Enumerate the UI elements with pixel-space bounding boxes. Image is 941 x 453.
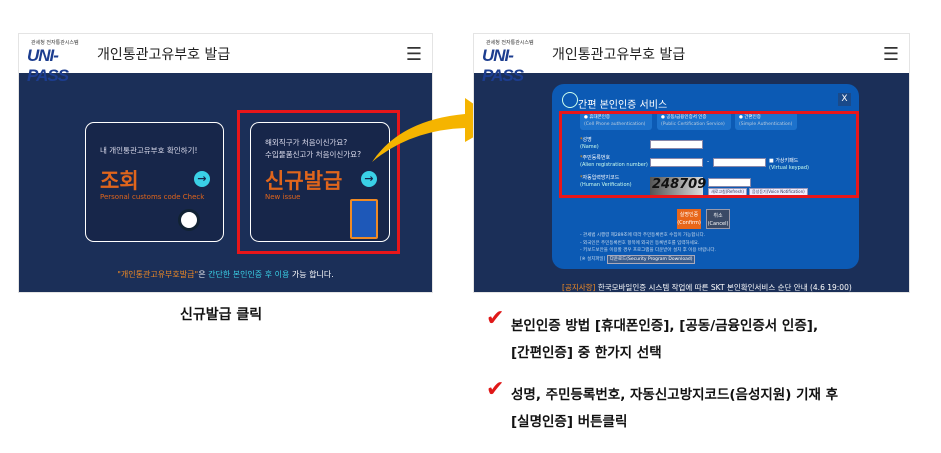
cancel-button[interactable]: 취소(Cancel)	[706, 209, 730, 229]
auth-modal: 간편 본인인증 서비스 X ● 휴대폰인증(Cell Phone authent…	[552, 84, 859, 269]
highlight-box	[237, 110, 400, 254]
page-title: 개인통관고유부호 발급	[97, 46, 231, 63]
left-caption: 신규발급 클릭	[180, 307, 263, 323]
notes: - 관세법 시행령 제289조에 따라 주민등록번호 수집이 가능합니다.- 외…	[580, 232, 716, 264]
instruction-1: 본인인증 방법 [휴대폰인증], [공동/금융인증서 인증],[간편인증] 중 …	[511, 318, 819, 361]
virtual-keypad-checkbox[interactable]: ■ 가상키패드(Virtual keypad)	[769, 158, 809, 171]
arrow-right-icon[interactable]: →	[194, 171, 210, 187]
yellow-arrow	[372, 98, 500, 162]
new-issue-card[interactable]: 해외직구가 처음이신가요? 수입물품신고가 처음이신가요? 신규발급 New i…	[250, 122, 390, 242]
globe-lock-icon	[562, 92, 578, 108]
dash: -	[707, 158, 710, 165]
captcha-label: *자동입력방지코드(Human Verification)	[580, 175, 632, 188]
id-input-front[interactable]	[650, 158, 703, 167]
check-card[interactable]: 내 개인통관고유부호 확인하기! 조회 Personal customs cod…	[85, 122, 224, 242]
check-icon: ✔	[486, 377, 505, 402]
arrow-shape	[372, 98, 500, 162]
download-button[interactable]: 다운로드(Security Program Download)	[606, 254, 696, 264]
card-question: 해외직구가 처음이신가요?	[265, 138, 348, 147]
hamburger-icon[interactable]: ☰	[405, 44, 422, 65]
option-cellphone[interactable]: ● 휴대폰인증(Cell Phone authentication)	[580, 112, 652, 130]
highlight-box	[559, 111, 859, 198]
id-label: *주민등록번호(Alien registration number)	[580, 155, 648, 168]
hamburger-icon[interactable]: ☰	[882, 44, 899, 65]
footer-note: "개인통관고유부호발급"은 간단한 본인인증 후 이용 가능 합니다.	[117, 270, 334, 279]
name-input[interactable]	[650, 140, 703, 149]
modal-title: 간편 본인인증 서비스	[578, 100, 668, 111]
confirm-button[interactable]: 실명인증(Confirm)	[677, 209, 701, 229]
captcha-image: 248709	[650, 177, 706, 197]
check-icon: ✔	[486, 306, 505, 331]
instruction-2: 성명, 주민등록번호, 자동신고방지코드(음성지원) 기재 후[실명인증] 버튼…	[511, 387, 839, 430]
option-certificate[interactable]: ● 공동/금융인증서 인증(Public Certification Servi…	[657, 112, 731, 130]
id-input-back[interactable]	[713, 158, 766, 167]
name-label: *성명(Name)	[580, 137, 599, 150]
card-title: 신규발급	[265, 169, 343, 193]
card-question: 수입물품신고가 처음이신가요?	[265, 150, 362, 159]
card-question: 내 개인통관고유부호 확인하기!	[100, 146, 198, 155]
page-title: 개인통관고유부호 발급	[552, 46, 686, 63]
option-simple[interactable]: ● 간편인증(Simple Authentication)	[735, 112, 797, 130]
card-subtitle: Personal customs code Check	[100, 193, 205, 201]
close-button[interactable]: X	[838, 93, 851, 106]
card-title: 조회	[100, 169, 139, 193]
notice-bar[interactable]: [공지사항] 한국모바일인증 시스템 작업에 따른 SKT 본인확인서비스 순단…	[562, 283, 852, 292]
clipboard-icon	[350, 199, 378, 239]
captcha-input[interactable]	[708, 178, 751, 187]
magnifier-person-icon	[178, 209, 200, 231]
card-subtitle: New issue	[265, 193, 301, 201]
arrow-right-icon[interactable]: →	[361, 171, 377, 187]
